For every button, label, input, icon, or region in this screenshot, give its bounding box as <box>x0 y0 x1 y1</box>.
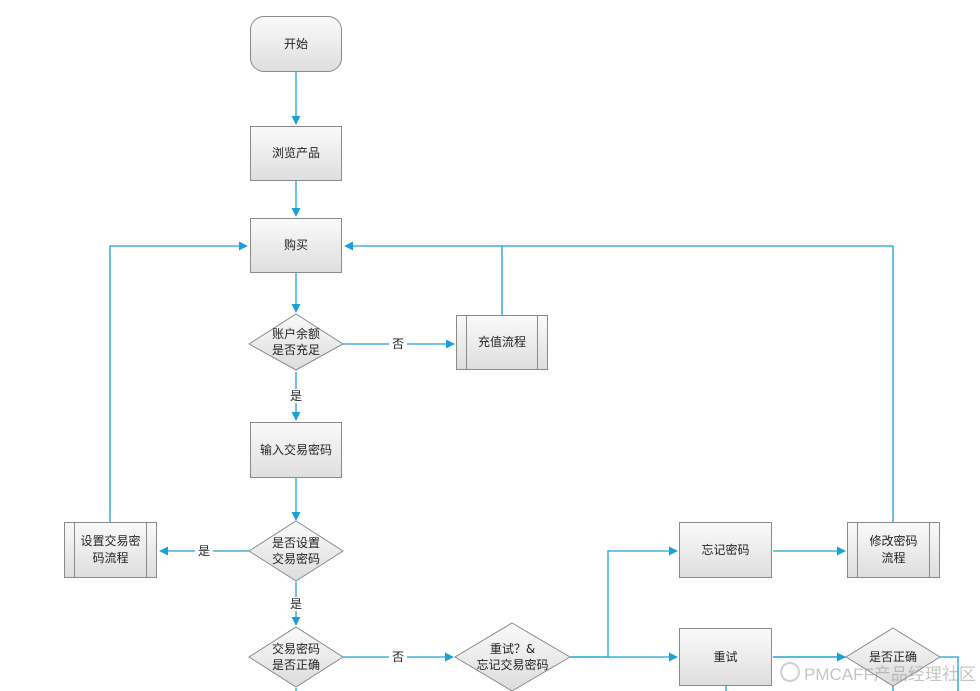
set-password-flow-line1: 设置交易密 <box>80 534 141 548</box>
modify-password-flow-line1: 修改密码 <box>869 534 918 548</box>
edge-recharge-buy <box>344 241 503 315</box>
decision-is-correct-shape <box>845 627 941 687</box>
decision-password-set-shape <box>248 520 344 582</box>
edge-modify-buy <box>502 245 894 522</box>
node-buy: 购买 <box>250 218 342 273</box>
node-set-password-flow-label: 设置交易密 码流程 <box>80 533 140 567</box>
decision-retry-forgot-shape <box>454 622 571 691</box>
node-input-password-label: 输入交易密码 <box>259 442 332 457</box>
node-forgot-password-label: 忘记密码 <box>701 542 750 557</box>
node-modify-password-flow-label: 修改密码 流程 <box>869 533 917 567</box>
node-retry-label: 重试 <box>713 649 738 664</box>
set-password-flow-line2: 码流程 <box>92 551 129 565</box>
edge-iscorrect-loop <box>773 656 959 691</box>
edge-label-set-yes-left: 是 <box>194 544 214 558</box>
node-browse-products: 浏览产品 <box>250 126 342 181</box>
edge-label-correct-no: 否 <box>388 650 408 664</box>
node-retry: 重试 <box>679 628 772 686</box>
watermark-logo-icon <box>780 662 800 682</box>
edge-retryforgot-forgot <box>570 546 678 658</box>
node-forgot-password: 忘记密码 <box>679 522 772 578</box>
node-set-password-flow: 设置交易密 码流程 <box>64 522 157 578</box>
watermark-text: PMCAFF产品经理社区 <box>804 665 976 684</box>
node-start: 开始 <box>250 16 342 72</box>
decision-password-correct-shape <box>248 626 344 688</box>
decision-balance-shape <box>248 313 344 371</box>
modify-password-flow-line2: 流程 <box>881 551 906 565</box>
node-input-password: 输入交易密码 <box>250 422 342 478</box>
edge-setflow-buy <box>109 241 248 522</box>
node-recharge-flow: 充值流程 <box>456 315 548 370</box>
edge-label-balance-no: 否 <box>388 337 408 351</box>
edge-label-balance-yes: 是 <box>286 389 306 403</box>
node-modify-password-flow: 修改密码 流程 <box>847 522 940 578</box>
node-buy-label: 购买 <box>283 238 308 252</box>
node-recharge-flow-label: 充值流程 <box>477 335 526 349</box>
node-browse-products-label: 浏览产品 <box>271 146 320 160</box>
edge-label-set-yes-down: 是 <box>286 597 306 611</box>
watermark: PMCAFF产品经理社区 <box>780 660 976 685</box>
node-start-label: 开始 <box>283 36 308 51</box>
